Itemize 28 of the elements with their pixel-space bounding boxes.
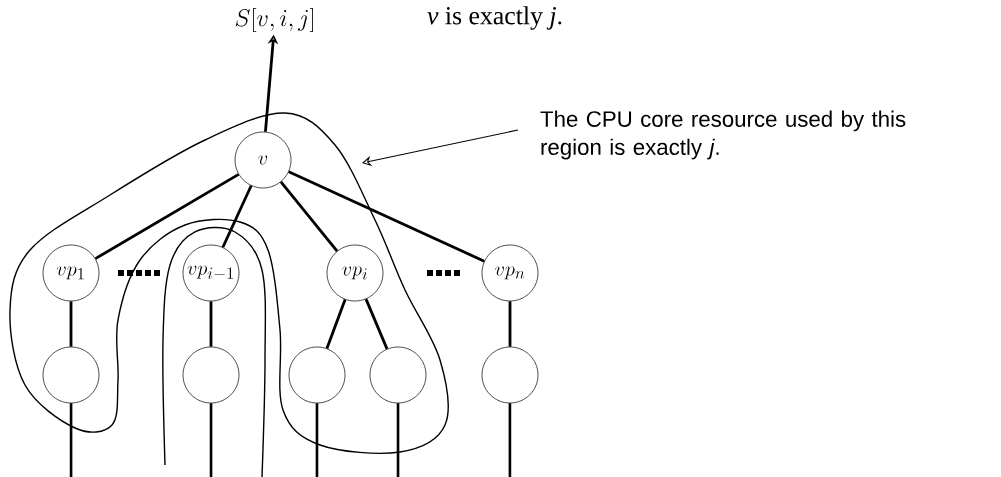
formula-label: $S[v, i, j]$ — [235, 7, 313, 33]
tree-edge — [279, 181, 339, 252]
callout-text: The CPU core resource used by this region is exactly j. — [540, 110, 906, 160]
tree-edge — [508, 301, 512, 347]
stem-line — [396, 403, 400, 477]
stem-line — [508, 403, 512, 477]
tree-edge — [69, 301, 73, 347]
empty-node — [369, 346, 427, 404]
tree-edge — [364, 298, 389, 350]
empty-node — [288, 346, 346, 404]
stem-line — [209, 403, 213, 477]
stem-line — [69, 403, 73, 477]
tree-node: $vp_i$ — [326, 244, 384, 302]
tree-edge — [325, 299, 347, 349]
tree-node: $vp_{i-1}$ — [182, 244, 240, 302]
tree-edge — [94, 173, 240, 260]
tree-edge — [221, 185, 253, 248]
tree-edge — [288, 170, 485, 263]
tree-edge — [209, 301, 213, 347]
tree-node: $vp_1$ — [42, 244, 100, 302]
empty-node — [481, 346, 539, 404]
empty-node — [182, 346, 240, 404]
tree-node: $vp_n$ — [481, 244, 539, 302]
stem-line — [315, 403, 319, 477]
tree-node: $v$ — [234, 131, 292, 189]
leader-line — [362, 129, 519, 167]
empty-node — [42, 346, 100, 404]
note-text: v is exactlyj. — [427, 6, 562, 30]
